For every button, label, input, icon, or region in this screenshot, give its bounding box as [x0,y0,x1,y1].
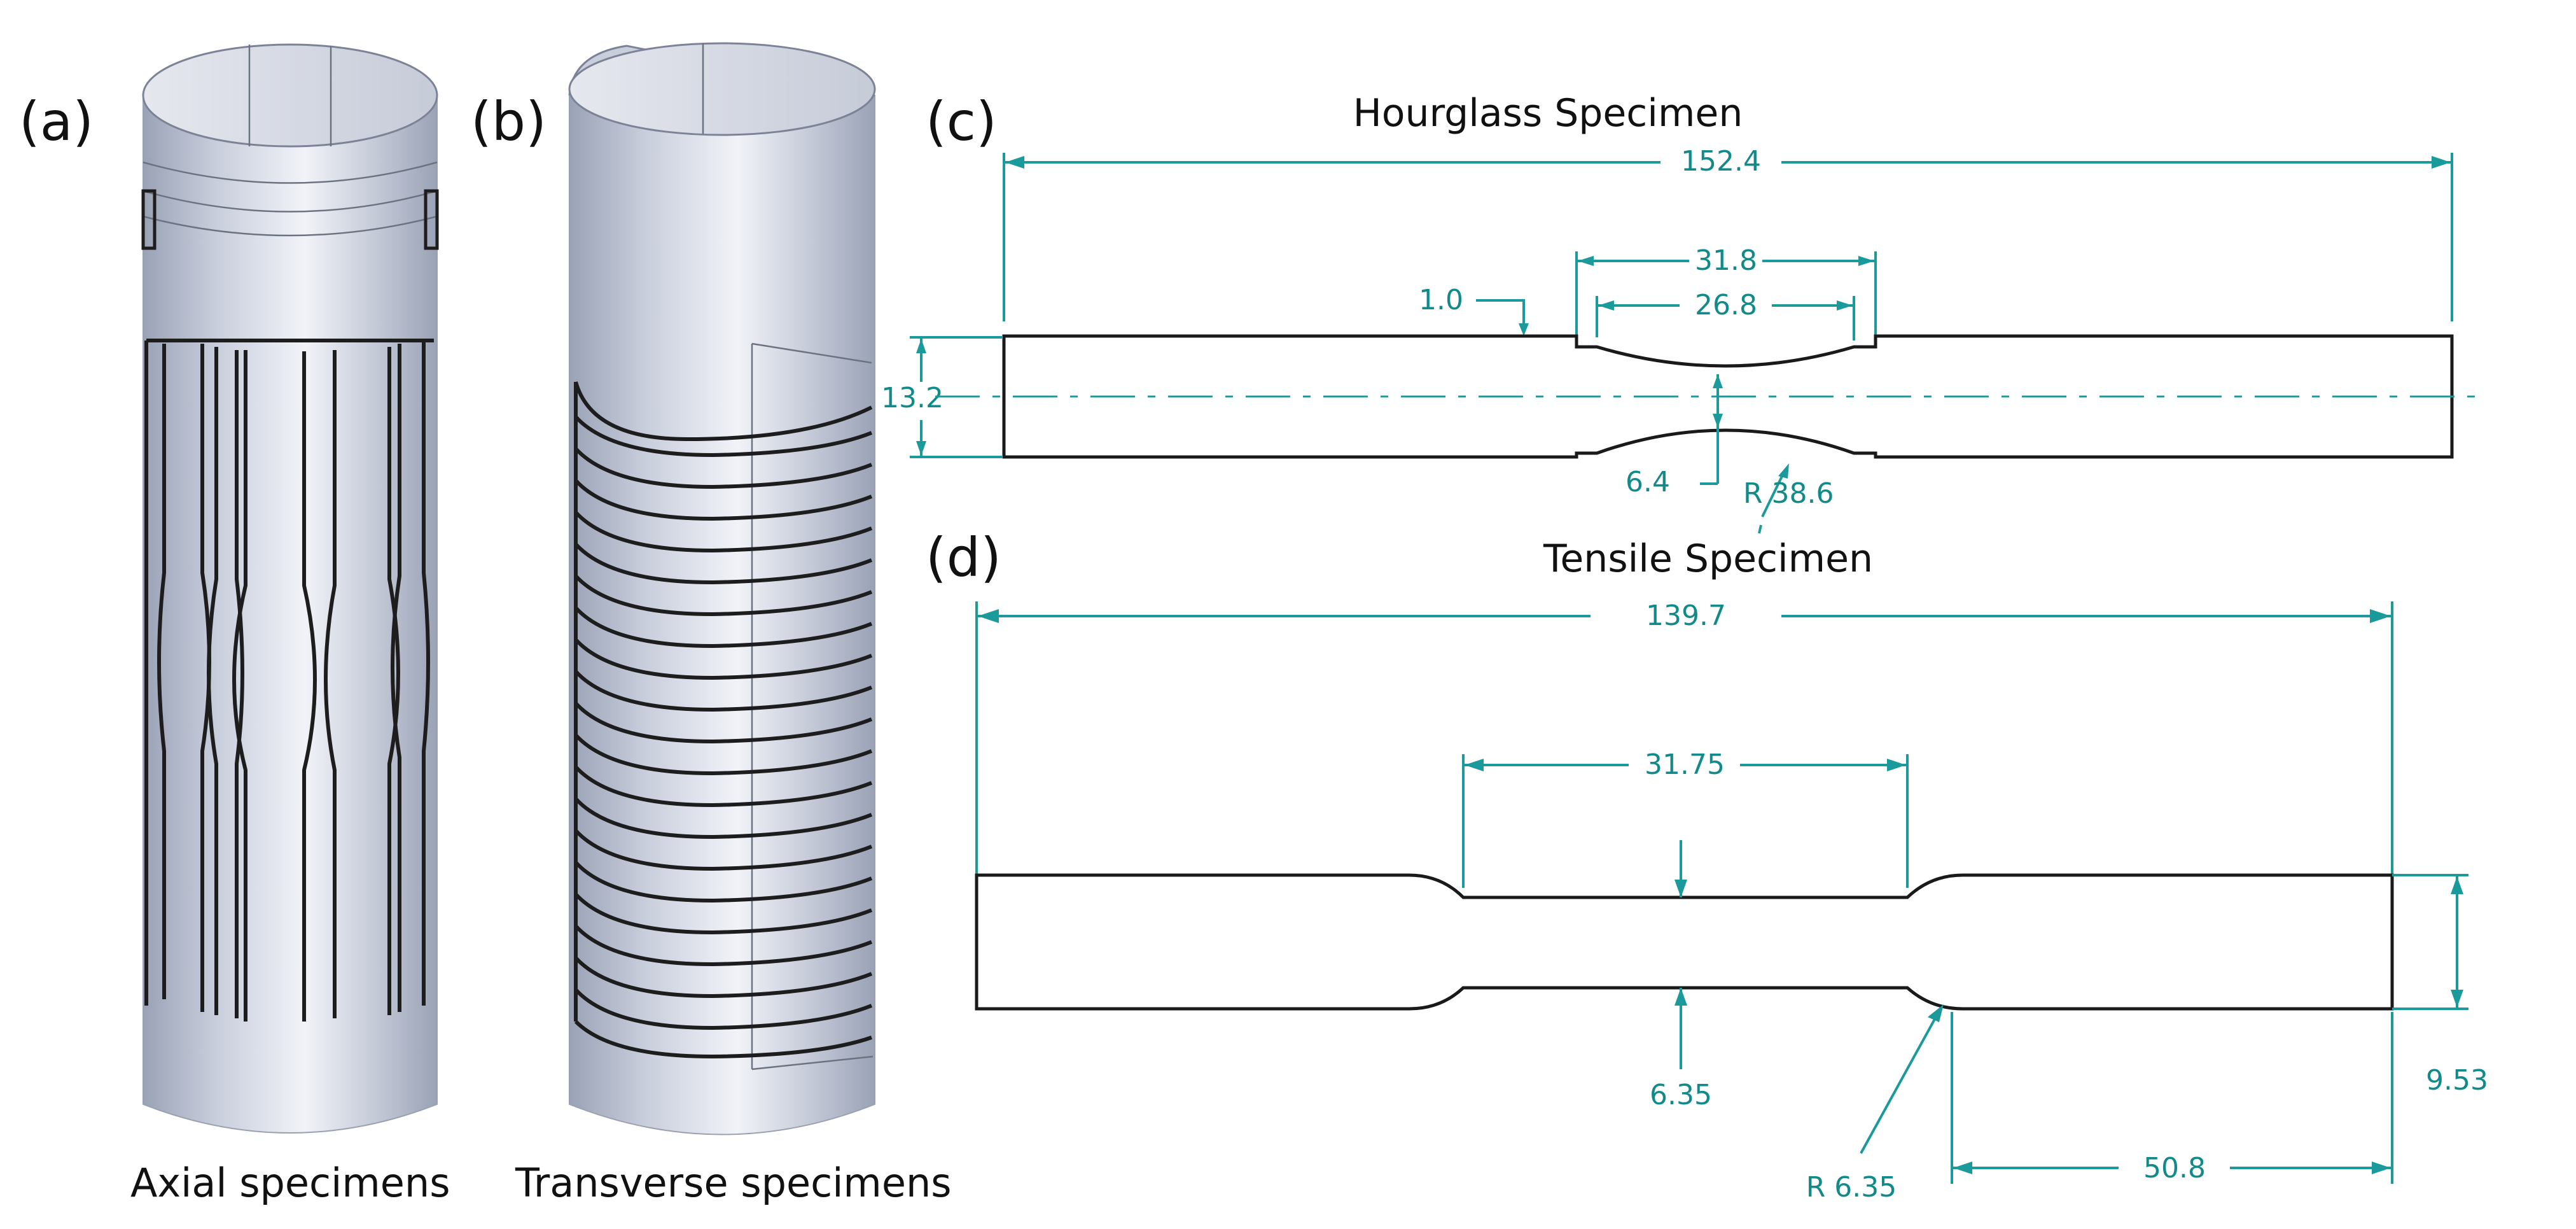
hourglass-inner-gauge: 26.8 [1695,289,1757,321]
hourglass-overall-length: 152.4 [1681,145,1761,178]
tensile-grip-length: 50.8 [2143,1152,2206,1184]
tensile-radius: R 6.35 [1806,1171,1897,1204]
panel-a-label: (a) [19,90,94,153]
hourglass-min-width: 6.4 [1626,466,1670,498]
tensile-grip-width: 9.53 [2426,1064,2488,1097]
axial-cylinder [141,43,439,1134]
panel-b: (b) [471,42,952,1206]
panel-c: (c) Hourglass Specimen 152.4 31.8 26.8 1… [881,90,2475,534]
hourglass-width: 13.2 [881,382,943,414]
hourglass-title: Hourglass Specimen [1353,91,1743,136]
tensile-overall-length: 139.7 [1646,600,1726,632]
panel-d: (d) Tensile Specimen 139.7 31.75 6.35 R … [926,526,2488,1204]
axial-strips [144,339,434,1022]
hourglass-outer-gauge: 31.8 [1695,244,1757,277]
panel-a: (a) [19,43,450,1206]
tensile-specimen-outline [975,873,2394,1011]
transverse-cylinder [568,42,876,1135]
hourglass-radius: R 38.6 [1743,477,1834,510]
transverse-rings [574,381,873,1059]
panel-d-label: (d) [926,526,1001,589]
panel-a-caption: Axial specimens [130,1160,450,1206]
panel-c-label: (c) [926,90,997,153]
tensile-gauge-width: 6.35 [1650,1079,1712,1111]
tensile-title: Tensile Specimen [1543,537,1873,581]
panel-b-label: (b) [471,90,547,153]
tensile-gauge-length: 31.75 [1645,748,1725,781]
panel-b-caption: Transverse specimens [515,1160,952,1206]
hourglass-step: 1.0 [1419,284,1463,316]
